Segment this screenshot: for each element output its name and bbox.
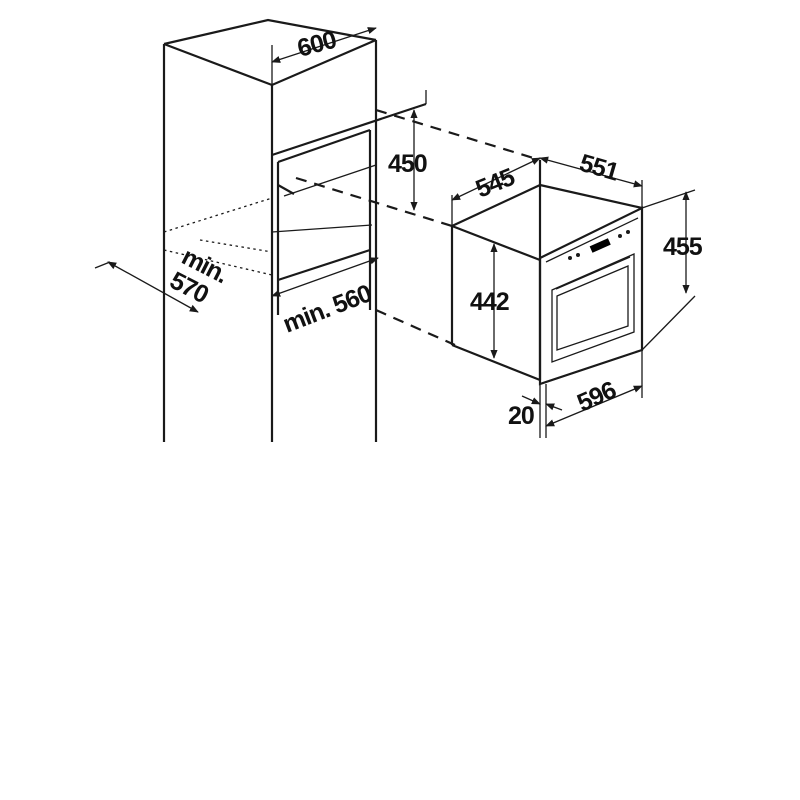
tall-cabinet bbox=[162, 18, 378, 442]
dim-oven-body-height: 442 bbox=[470, 288, 509, 316]
projection-lines bbox=[295, 108, 541, 347]
dimension-lines bbox=[94, 27, 696, 438]
dim-oven-total-depth: 551 bbox=[576, 149, 622, 187]
cabinet-niche bbox=[163, 102, 427, 315]
dimension-labels: 600 450 min. 570 min. 560 545 551 455 44… bbox=[165, 26, 704, 430]
built-in-oven bbox=[450, 160, 644, 386]
dim-front-panel-depth: 20 bbox=[508, 402, 534, 430]
dim-niche-height: 450 bbox=[388, 150, 427, 178]
dim-cabinet-width: 600 bbox=[294, 26, 339, 63]
dim-oven-total-height: 455 bbox=[663, 233, 703, 261]
